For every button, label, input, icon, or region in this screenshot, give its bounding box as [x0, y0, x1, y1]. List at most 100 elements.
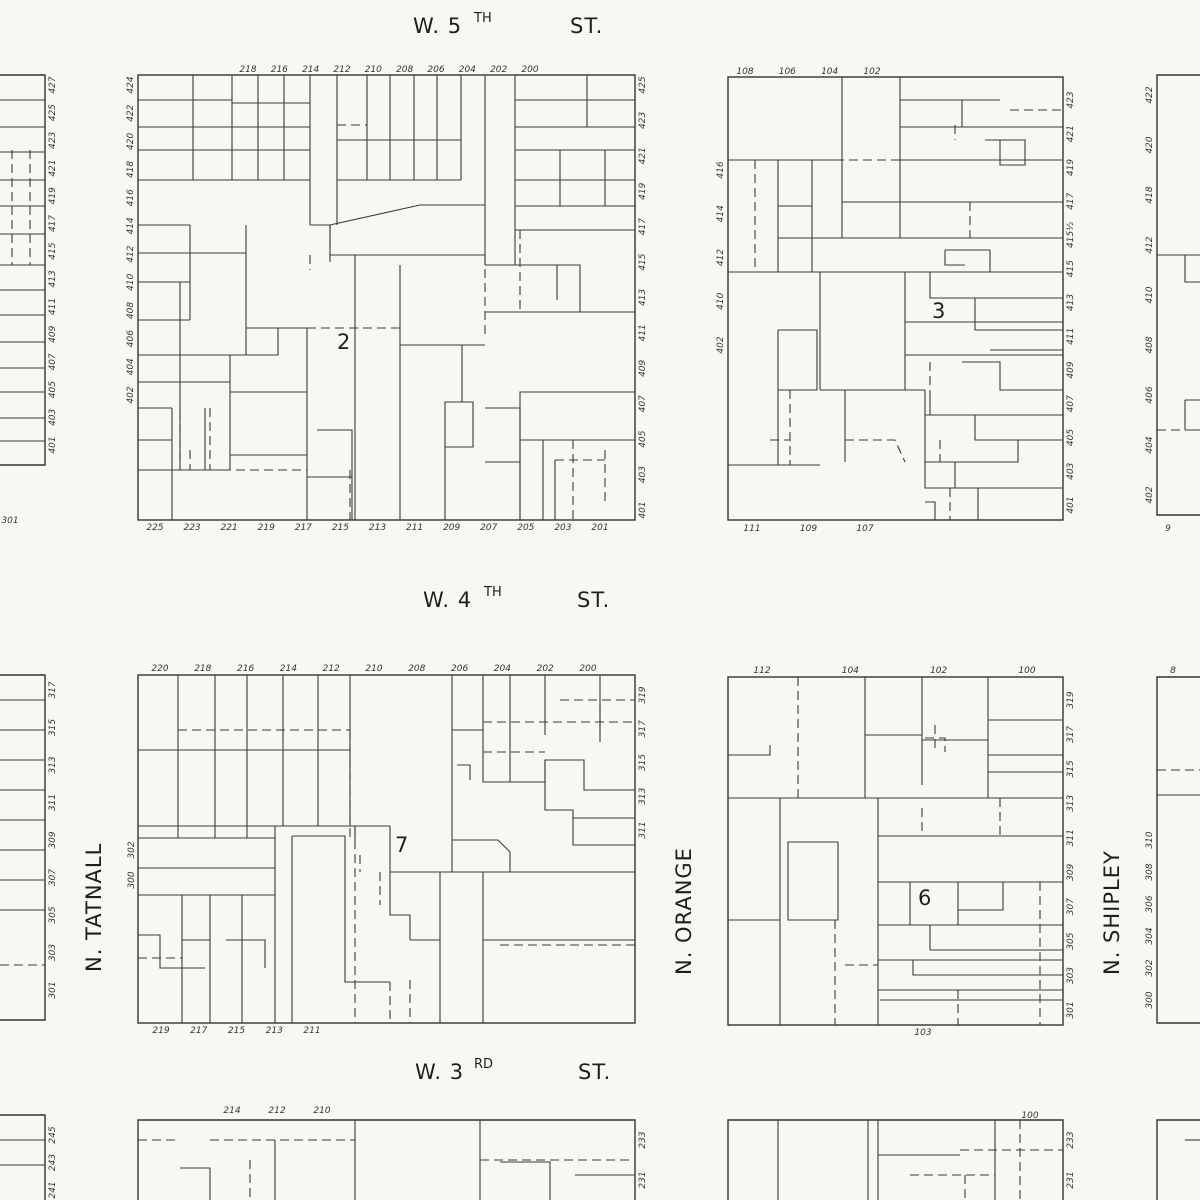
house-number: 319 [638, 686, 648, 703]
house-number: 415 [638, 253, 648, 270]
house-number: 412 [126, 245, 136, 262]
house-number: 311 [638, 821, 648, 838]
svg-text:TH: TH [473, 11, 492, 26]
house-number: 208 [396, 65, 413, 75]
house-number: 214 [223, 1106, 240, 1116]
house-number: 305 [48, 906, 58, 923]
house-number: 407 [48, 353, 58, 370]
block-f [727, 1119, 1064, 1200]
house-number: 413 [1066, 294, 1076, 311]
block-number-3: 3 [932, 299, 945, 323]
house-number: 413 [48, 270, 58, 287]
house-number: 201 [591, 523, 608, 533]
house-number: 421 [638, 147, 648, 164]
house-number: 311 [1066, 829, 1076, 846]
house-number: 404 [126, 358, 136, 375]
house-number: 416 [126, 189, 136, 206]
street-label-w4: W. 4 TH ST. [423, 585, 609, 612]
house-number: 406 [126, 330, 136, 347]
house-number: 303 [48, 944, 58, 961]
house-number: 401 [48, 436, 58, 453]
block-right-upper [1156, 74, 1200, 516]
house-number: 210 [365, 65, 382, 75]
house-number: 413 [638, 289, 648, 306]
house-number: 212 [268, 1106, 285, 1116]
house-number: 104 [821, 67, 838, 77]
house-number: 8 [1170, 666, 1176, 676]
house-number: 210 [313, 1106, 330, 1116]
house-number: 421 [1066, 125, 1076, 142]
house-number: 302 [1145, 959, 1155, 976]
house-number: 310 [1145, 831, 1155, 848]
svg-text:TH: TH [483, 585, 502, 600]
house-number: 205 [517, 523, 534, 533]
street-label-shipley: N. SHIPLEY [1100, 850, 1124, 975]
house-number: 212 [323, 664, 340, 674]
house-number: 313 [638, 787, 648, 804]
house-number: 218 [194, 664, 211, 674]
house-number: 245 [48, 1126, 58, 1143]
house-number: 427 [48, 76, 58, 93]
house-number: 319 [1066, 691, 1076, 708]
house-number: 422 [126, 104, 136, 121]
house-number: 414 [126, 217, 136, 234]
house-number: 307 [48, 869, 58, 886]
house-number: 210 [365, 664, 382, 674]
svg-text:ST.: ST. [570, 14, 603, 38]
svg-text:W. 5: W. 5 [413, 14, 462, 38]
house-number: 204 [494, 664, 511, 674]
house-number: 313 [48, 756, 58, 773]
house-number: 233 [638, 1131, 648, 1148]
house-number: 216 [271, 65, 288, 75]
house-number: 215 [228, 1026, 245, 1036]
house-number: 225 [146, 523, 163, 533]
house-number: 219 [152, 1026, 169, 1036]
house-number: 202 [490, 65, 507, 75]
house-number: 417 [638, 218, 648, 235]
house-number: 209 [443, 523, 460, 533]
house-number: 420 [126, 133, 136, 150]
house-number: 307 [1066, 898, 1076, 915]
house-number: 419 [48, 187, 58, 204]
house-number: 423 [1066, 91, 1076, 108]
house-number: 410 [716, 292, 726, 309]
house-number: 218 [239, 65, 256, 75]
house-number: 211 [406, 523, 423, 533]
block-left-middle [0, 674, 46, 1021]
house-number: 402 [126, 386, 136, 403]
house-number: 416 [716, 161, 726, 178]
block-right-lower [1156, 1119, 1200, 1200]
house-number: 317 [48, 681, 58, 698]
house-number: 412 [1145, 236, 1155, 253]
house-number: 111 [743, 524, 760, 534]
house-number: 417 [1066, 192, 1076, 209]
house-number: 401 [1066, 496, 1076, 513]
house-number: 405 [1066, 429, 1076, 446]
house-number: 317 [1066, 726, 1076, 743]
street-label-w3: W. 3 RD ST. [415, 1057, 610, 1084]
house-number: 402 [716, 336, 726, 353]
block-left-lower [0, 1114, 46, 1200]
block-number-7: 7 [395, 833, 408, 857]
house-number: 411 [638, 324, 648, 341]
street-label-tatnall: N. TATNALL [82, 843, 106, 972]
house-number: 102 [930, 666, 947, 676]
house-number: 315 [48, 719, 58, 736]
house-number: 423 [48, 132, 58, 149]
house-number: 408 [1145, 336, 1155, 353]
house-number: 309 [48, 831, 58, 848]
house-number: 308 [1145, 863, 1155, 880]
house-number: 214 [280, 664, 297, 674]
house-number: 407 [638, 395, 648, 412]
house-number: 104 [842, 666, 859, 676]
house-number: 231 [1066, 1171, 1076, 1188]
house-number: 217 [295, 523, 312, 533]
house-number: 304 [1145, 927, 1155, 944]
house-number: 306 [1145, 895, 1155, 912]
house-number: 301 [1, 516, 18, 526]
house-number: 423 [638, 112, 648, 129]
house-number: 415 [48, 242, 58, 259]
house-number: 415½ [1066, 222, 1076, 248]
